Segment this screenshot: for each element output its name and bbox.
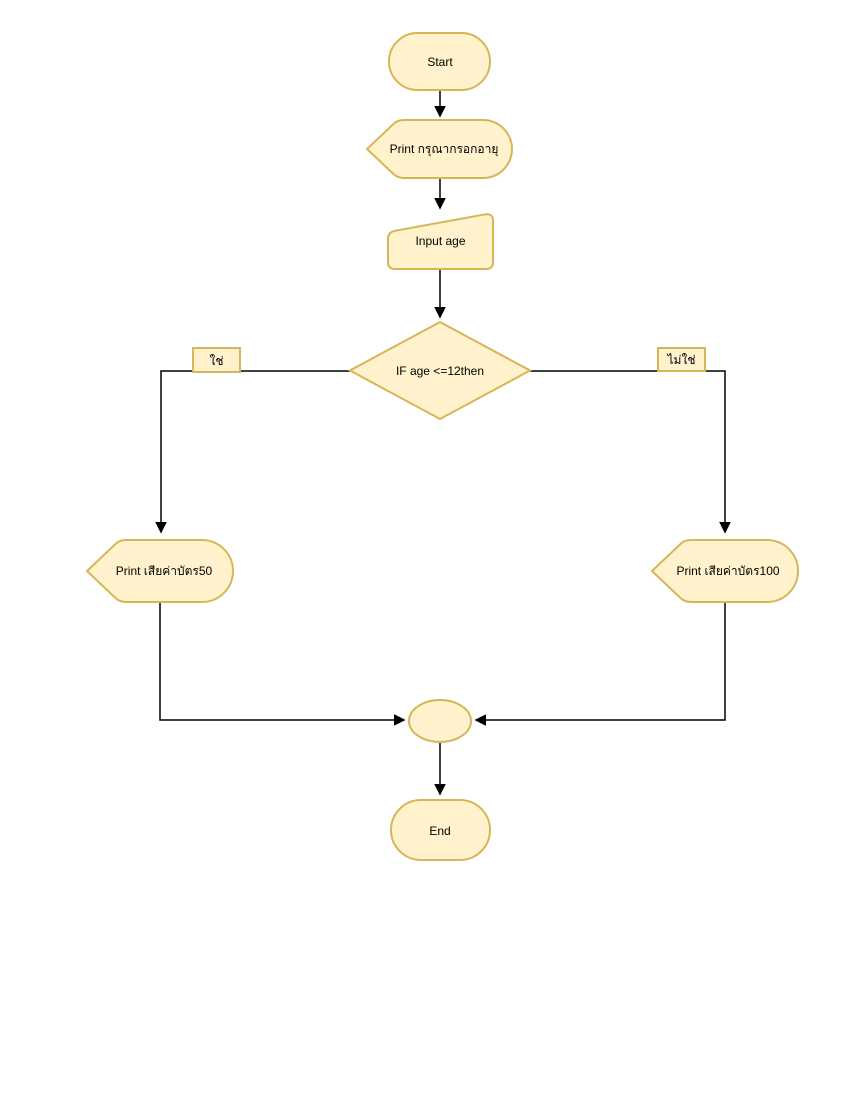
edge-print50-to-junction (159, 602, 404, 720)
print-50-display-shape (85, 539, 234, 603)
node-input-age: Input age (387, 213, 494, 270)
junction-connector-shape (408, 699, 472, 743)
edge-decision-yes (161, 370, 350, 532)
node-junction (408, 699, 472, 743)
end-terminator-shape (390, 799, 491, 861)
print-100-display-shape (650, 539, 799, 603)
edge-print100-to-junction (476, 602, 726, 720)
node-start: Start (388, 32, 491, 91)
node-end: End (390, 799, 491, 861)
print-prompt-display-shape (365, 119, 513, 179)
print-prompt-label: Print กรุณากรอกอายุ (390, 142, 499, 157)
edge-label-no: ไม่ใช่ (657, 347, 706, 372)
node-print-100: Print เสียค่าบัตร100 (650, 539, 799, 603)
input-age-label: Input age (415, 234, 465, 248)
no-label-box (657, 347, 706, 372)
edge-label-yes: ใช่ (192, 347, 241, 373)
decision-diamond-shape (347, 320, 533, 421)
yes-label-box (192, 347, 241, 373)
decision-label: IF age <=12then (396, 364, 484, 378)
print-50-label: Print เสียค่าบัตร50 (116, 564, 213, 578)
no-label-text: ไม่ใช่ (667, 353, 696, 367)
node-print-50: Print เสียค่าบัตร50 (85, 539, 234, 603)
yes-label-text: ใช่ (209, 354, 223, 368)
input-age-manual-input-shape (387, 213, 494, 270)
node-decision: IF age <=12then (347, 320, 533, 421)
edges (160, 91, 725, 794)
end-label: End (429, 824, 450, 838)
node-print-prompt: Print กรุณากรอกอายุ (365, 119, 513, 179)
start-label: Start (427, 55, 453, 69)
edge-decision-no (530, 370, 725, 532)
print-100-label: Print เสียค่าบัตร100 (676, 564, 779, 578)
start-terminator-shape (388, 32, 491, 91)
